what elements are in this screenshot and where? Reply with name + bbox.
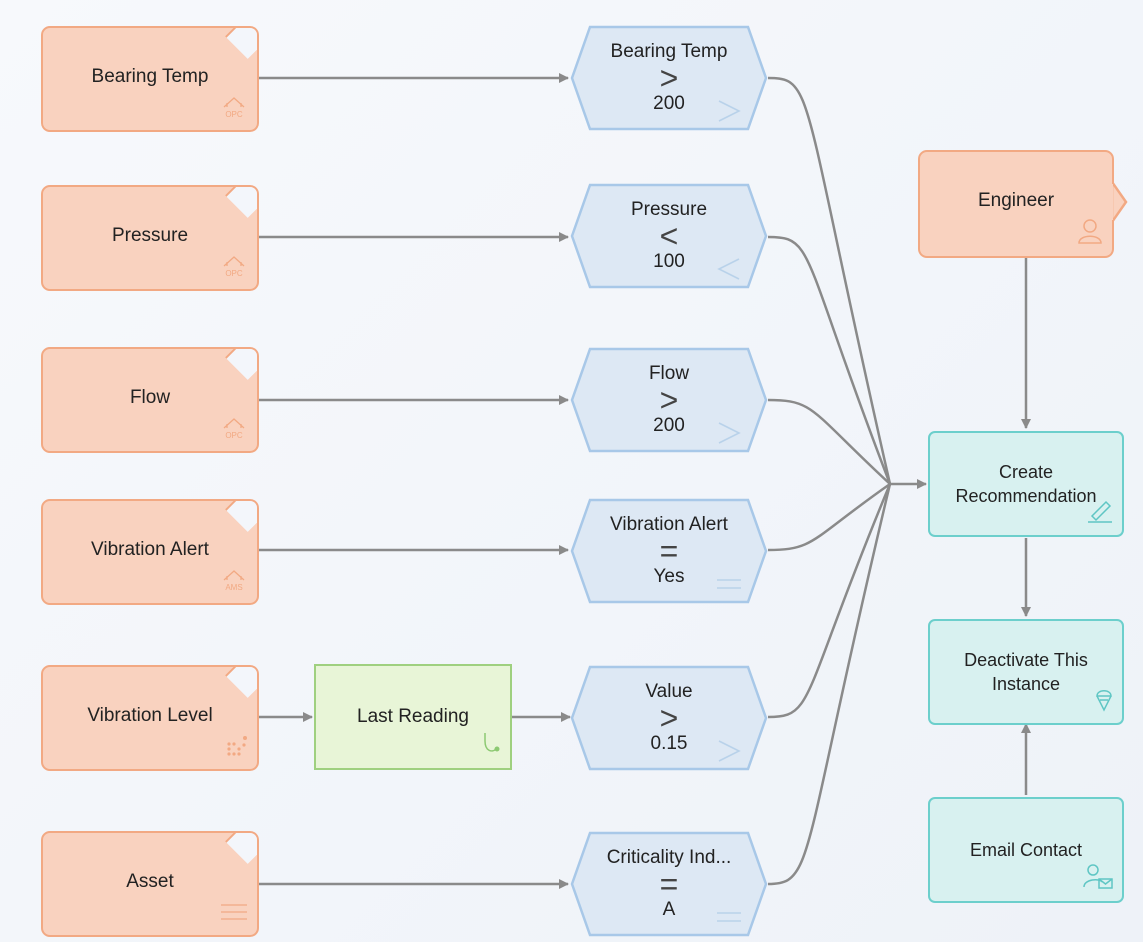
calculation-node-last-reading[interactable]: Last Reading [314, 664, 512, 770]
condition-title: Flow [648, 363, 690, 384]
condition-node-flow[interactable]: Flow > 200 [569, 347, 769, 453]
person-icon [1076, 217, 1104, 250]
source-label: Bearing Temp [91, 66, 209, 87]
calculation-label: Last Reading [357, 706, 469, 727]
action-label: Deactivate This Instance [964, 650, 1088, 694]
source-label: Vibration Alert [91, 539, 209, 560]
svg-text:OPC: OPC [225, 269, 243, 278]
condition-value: Yes [653, 566, 685, 587]
condition-title: Pressure [630, 199, 708, 220]
source-node-vibration-alert[interactable]: Vibration Alert AMS [41, 499, 259, 605]
condition-node-criticality[interactable]: Criticality Ind... = A [569, 831, 769, 937]
link-cond-2 [767, 235, 892, 485]
source-node-flow[interactable]: Flow OPC [41, 347, 259, 453]
recipient-label: Engineer [977, 190, 1055, 211]
greater-than-icon [715, 98, 743, 129]
condition-value: 100 [653, 251, 685, 272]
condition-operator: > [659, 60, 679, 96]
link-cond-1 [767, 76, 892, 485]
link-cond-3 [767, 398, 891, 485]
source-label: Asset [126, 871, 174, 892]
opc-icon: OPC [219, 95, 249, 124]
source-node-pressure[interactable]: Pressure OPC [41, 185, 259, 291]
equals-icon [715, 573, 743, 600]
condition-operator: > [659, 700, 679, 736]
ams-icon: AMS [219, 568, 249, 597]
pen-icon [1086, 498, 1114, 529]
condition-title: Bearing Temp [610, 41, 728, 62]
ice-cream-icon [1094, 686, 1114, 717]
source-label: Flow [129, 387, 171, 408]
action-node-create-recommendation[interactable]: Create Recommendation [928, 431, 1124, 537]
curve-icon [482, 731, 502, 762]
greater-than-icon [715, 420, 743, 451]
condition-title: Criticality Ind... [606, 847, 732, 868]
action-label: Create Recommendation [955, 462, 1097, 506]
dots-grid-icon [225, 734, 249, 763]
less-than-icon [715, 256, 743, 287]
svg-text:AMS: AMS [225, 583, 242, 592]
svg-text:OPC: OPC [225, 431, 243, 440]
source-node-vibration-level[interactable]: Vibration Level [41, 665, 259, 771]
source-node-asset[interactable]: Asset [41, 831, 259, 937]
condition-node-pressure[interactable]: Pressure < 100 [569, 183, 769, 289]
equals-icon [715, 906, 743, 933]
condition-title: Vibration Alert [610, 514, 728, 535]
link-cond-4 [767, 482, 891, 552]
condition-node-bearing-temp[interactable]: Bearing Temp > 200 [569, 25, 769, 131]
opc-icon: OPC [219, 254, 249, 283]
condition-value: 200 [653, 415, 685, 436]
source-node-bearing-temp[interactable]: Bearing Temp OPC [41, 26, 259, 132]
condition-value: 0.15 [650, 733, 688, 754]
condition-operator: = [659, 866, 679, 902]
action-node-email-contact[interactable]: Email Contact [928, 797, 1124, 903]
condition-value: 200 [653, 93, 685, 114]
link-cond-5 [767, 483, 892, 719]
action-node-deactivate-instance[interactable]: Deactivate This Instance [928, 619, 1124, 725]
condition-node-vibration-alert[interactable]: Vibration Alert = Yes [569, 498, 769, 604]
condition-node-value[interactable]: Value > 0.15 [569, 665, 769, 771]
condition-value: A [662, 899, 676, 920]
source-label: Vibration Level [87, 705, 213, 726]
action-label: Email Contact [969, 840, 1083, 860]
recipient-node-engineer[interactable]: Engineer [918, 150, 1128, 258]
greater-than-icon [715, 738, 743, 769]
condition-title: Value [645, 681, 693, 702]
link-cond-6 [767, 483, 892, 886]
opc-icon: OPC [219, 416, 249, 445]
condition-operator: < [659, 218, 679, 254]
condition-operator: > [659, 382, 679, 418]
source-label: Pressure [111, 225, 189, 246]
person-mail-icon [1082, 862, 1114, 895]
list-lines-icon [219, 900, 249, 929]
svg-text:OPC: OPC [225, 110, 243, 119]
condition-operator: = [659, 533, 679, 569]
